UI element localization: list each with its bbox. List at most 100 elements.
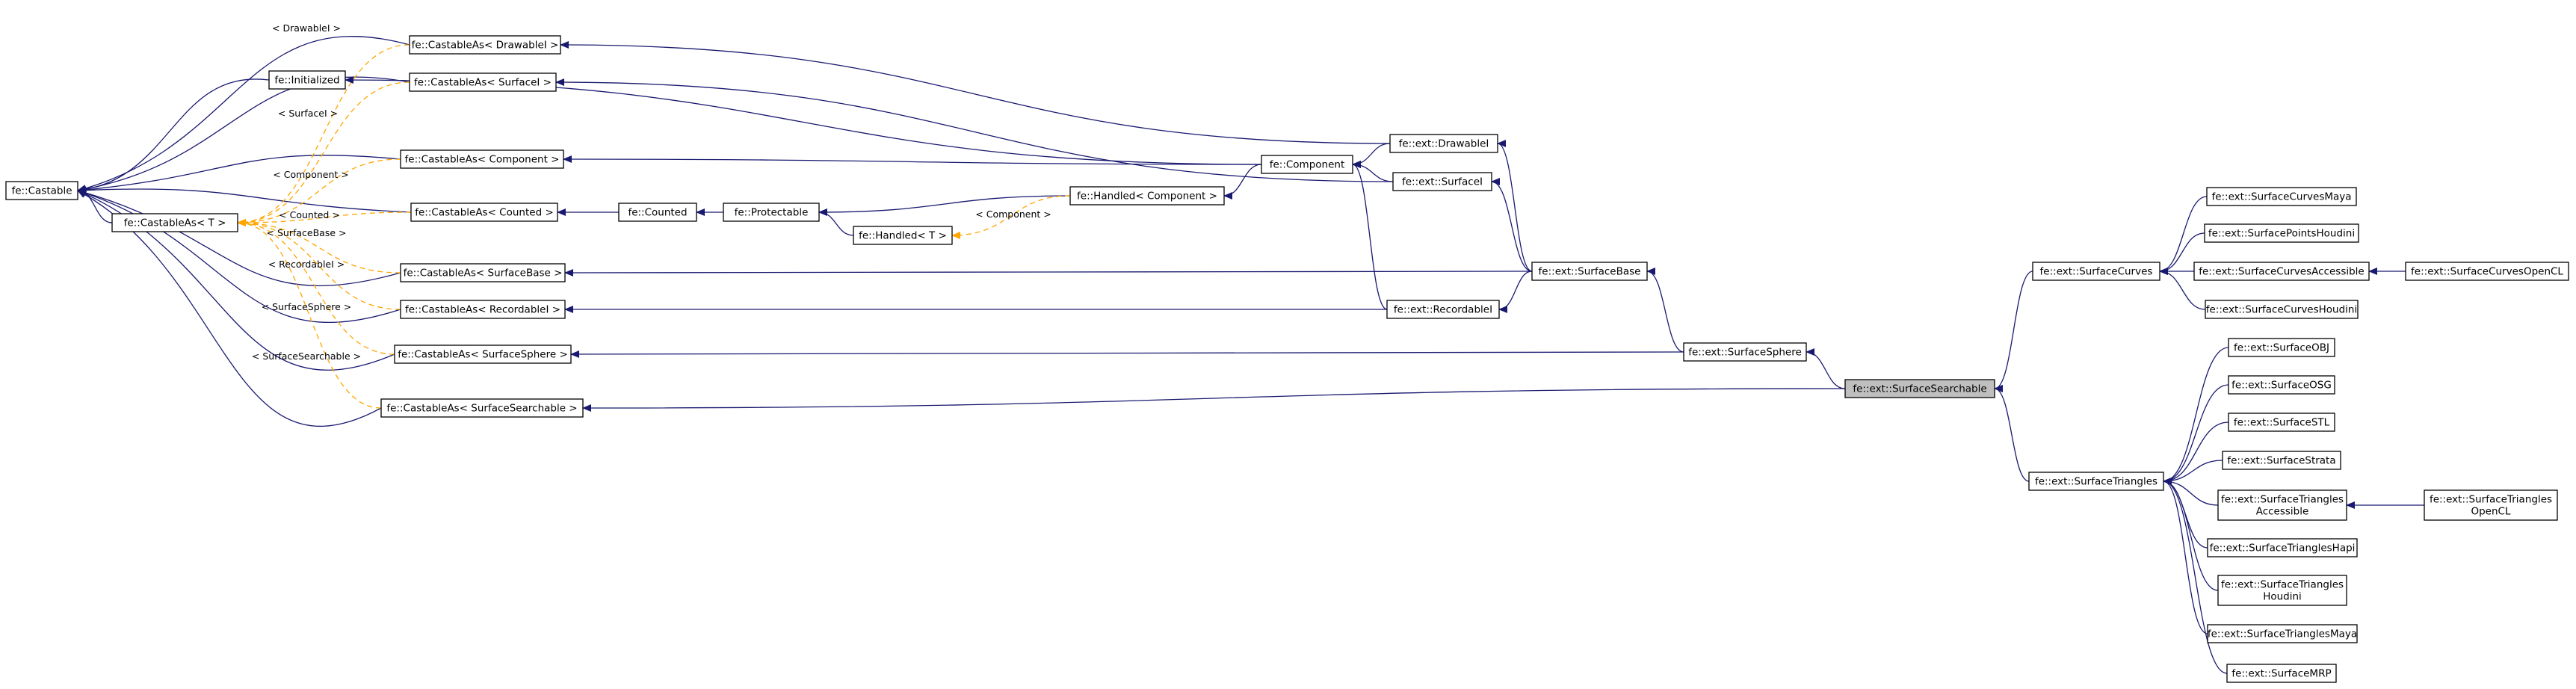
class-node-drawablei[interactable]: fe::ext::DrawableI: [1389, 134, 1498, 153]
edge-label-castableas_t-to-ca_component: < Component >: [273, 169, 348, 180]
class-node-surfacebase[interactable]: fe::ext::SurfaceBase: [1531, 262, 1648, 281]
class-node-initialized[interactable]: fe::Initialized: [268, 70, 346, 90]
class-node-surfacecurvesaccessible[interactable]: fe::ext::SurfaceCurvesAccessible: [2193, 262, 2370, 281]
class-node-label: fe::ext::SurfaceTriangles: [2221, 579, 2344, 591]
class-node-counted[interactable]: fe::Counted: [618, 203, 697, 222]
class-node-protectable[interactable]: fe::Protectable: [723, 203, 820, 222]
template-edge-castableas_t-to-ca_drawablei: [237, 44, 410, 226]
class-node-label: fe::CastableAs< SurfaceBase >: [404, 268, 563, 279]
class-node-surfacei[interactable]: fe::ext::SurfaceI: [1392, 172, 1492, 191]
class-node-box: [2205, 300, 2359, 319]
class-node-label: fe::ext::SurfaceTriangles: [2221, 494, 2344, 506]
edge-labels-layer: < DrawableI >< SurfaceI >< Component >< …: [252, 22, 1051, 362]
edge-label-castableas_t-to-ca_recordablei: < RecordableI >: [268, 259, 345, 270]
class-node-label: fe::Initialized: [274, 75, 339, 87]
class-node-surfaceobj[interactable]: fe::ext::SurfaceOBJ: [2228, 338, 2335, 357]
class-node-box: [1844, 379, 1995, 398]
class-node-surfacecurvesmaya[interactable]: fe::ext::SurfaceCurvesMaya: [2206, 187, 2357, 206]
class-node-surfacetrianglesmaya[interactable]: fe::ext::SurfaceTrianglesMaya: [2207, 624, 2358, 643]
class-node-surfacepointshoudini[interactable]: fe::ext::SurfacePointsHoudini: [2204, 223, 2359, 243]
class-node-box: [2424, 489, 2558, 521]
class-node-label: OpenCL: [2471, 506, 2510, 518]
class-node-recordablei[interactable]: fe::ext::RecordableI: [1386, 300, 1500, 319]
class-node-label: fe::ext::SurfaceSTL: [2234, 417, 2330, 429]
class-node-surfacecurves[interactable]: fe::ext::SurfaceCurves: [2032, 262, 2160, 281]
class-node-ca_drawablei[interactable]: fe::CastableAs< DrawableI >: [409, 35, 561, 55]
inheritance-edge-castable-to-ca_surfacebase: [77, 189, 401, 287]
inheritance-edge-surfacetriangles-to-surfacestl: [2163, 421, 2229, 485]
inheritance-edge-surfacebase-to-surfacesphere: [1646, 268, 1684, 353]
class-node-box: [2226, 664, 2337, 683]
class-node-surfacemrp[interactable]: fe::ext::SurfaceMRP: [2226, 664, 2337, 683]
inheritance-edge-component-to-drawablei: [1352, 143, 1391, 168]
template-edge-castableas_t-to-ca_surfacei: [237, 81, 410, 226]
inheritance-edge-castable-to-initialized: [77, 78, 270, 194]
class-node-ca_surfacesphere[interactable]: fe::CastableAs< SurfaceSphere >: [394, 344, 572, 364]
class-node-box: [2193, 262, 2370, 281]
template-edge-castableas_t-to-ca_surfacesphere: [237, 219, 395, 355]
class-node-surfacestl[interactable]: fe::ext::SurfaceSTL: [2228, 413, 2335, 432]
class-node-component[interactable]: fe::Component: [1261, 155, 1353, 174]
template-edge-castableas_t-to-ca_recordablei: [237, 219, 401, 310]
class-node-label: fe::Counted: [628, 207, 687, 219]
inheritance-edge-ca_drawablei-to-drawablei: [560, 41, 1391, 144]
class-node-box: [1531, 262, 1648, 281]
class-node-label: fe::ext::SurfaceCurvesMaya: [2211, 191, 2351, 203]
class-node-label: fe::ext::SurfaceSearchable: [1853, 383, 1986, 395]
edge-label-castableas_t-to-ca_surfacesphere: < SurfaceSphere >: [262, 301, 352, 312]
class-node-surfaceosg[interactable]: fe::ext::SurfaceOSG: [2228, 375, 2335, 395]
inheritance-edge-ca_surfacesearchable-to-surfacesearchable: [582, 388, 1846, 412]
class-node-label: fe::CastableAs< Counted >: [415, 207, 554, 219]
class-node-ca_surfacesearchable[interactable]: fe::CastableAs< SurfaceSearchable >: [380, 398, 584, 418]
class-node-box: [2028, 472, 2164, 491]
class-node-label: fe::ext::SurfaceTriangles: [2035, 476, 2158, 488]
class-node-ca_surfacei[interactable]: fe::CastableAs< SurfaceI >: [409, 72, 557, 92]
class-node-surfacecurveshoudini[interactable]: fe::ext::SurfaceCurvesHoudini: [2205, 300, 2359, 319]
class-node-surfacesphere[interactable]: fe::ext::SurfaceSphere: [1683, 342, 1807, 362]
edge-label-castableas_t-to-ca_drawablei: < DrawableI >: [272, 22, 341, 34]
inheritance-edge-protectable-to-handled_component: [818, 195, 1071, 216]
inheritance-edge-castable-to-ca_recordablei: [77, 189, 401, 323]
class-node-label: fe::CastableAs< T >: [124, 217, 226, 229]
class-node-label: fe::ext::SurfaceMRP: [2231, 668, 2331, 680]
class-node-box: [2206, 187, 2357, 206]
class-node-label: Accessible: [2256, 506, 2309, 518]
class-node-castableas_t[interactable]: fe::CastableAs< T >: [111, 213, 238, 232]
inheritance-edge-surfacei-to-surfacebase: [1491, 178, 1533, 272]
class-node-box: [1392, 172, 1492, 191]
class-node-box: [853, 226, 953, 245]
class-node-handled_component[interactable]: fe::Handled< Component >: [1069, 186, 1225, 206]
class-node-label: fe::Castable: [11, 185, 72, 197]
class-node-label: fe::ext::SurfaceCurvesOpenCL: [2411, 266, 2563, 278]
class-node-surfacecurvesopencl[interactable]: fe::ext::SurfaceCurvesOpenCL: [2405, 262, 2569, 281]
class-node-box: [2207, 624, 2358, 643]
class-node-surfacesearchable[interactable]: fe::ext::SurfaceSearchable: [1844, 379, 1995, 398]
class-node-surfacestrata[interactable]: fe::ext::SurfaceStrata: [2222, 451, 2341, 470]
class-node-box: [2217, 489, 2347, 521]
inheritance-edge-castable-to-ca_surfacei: [77, 76, 410, 193]
class-node-box: [111, 213, 238, 232]
class-node-handled_t[interactable]: fe::Handled< T >: [853, 226, 953, 245]
class-node-label: fe::ext::SurfaceCurves: [2040, 266, 2153, 278]
class-node-ca_component[interactable]: fe::CastableAs< Component >: [400, 149, 564, 169]
inheritance-edge-surfacetriangles-to-surfacestrata: [2163, 460, 2223, 485]
class-node-label: fe::ext::DrawableI: [1399, 138, 1489, 150]
class-node-surfacetriangleshapi[interactable]: fe::ext::SurfaceTrianglesHapi: [2207, 538, 2358, 557]
inheritance-edge-surfacesphere-to-surfacesearchable: [1806, 348, 1846, 389]
class-node-box: [2228, 413, 2335, 432]
class-node-surfacetriangles[interactable]: fe::ext::SurfaceTriangles: [2028, 472, 2164, 491]
inheritance-edge-castable-to-ca_counted: [77, 186, 412, 213]
class-node-ca_recordablei[interactable]: fe::CastableAs< RecordableI >: [400, 300, 566, 319]
class-node-castable[interactable]: fe::Castable: [5, 181, 78, 200]
edge-label-castableas_t-to-ca_surfacesearchable: < SurfaceSearchable >: [252, 350, 361, 362]
edge-label-castableas_t-to-ca_counted: < Counted >: [279, 209, 340, 220]
class-node-ca_counted[interactable]: fe::CastableAs< Counted >: [410, 203, 558, 222]
class-node-ca_surfacebase[interactable]: fe::CastableAs< SurfaceBase >: [400, 263, 566, 282]
class-node-label: fe::ext::SurfacePointsHoudini: [2208, 228, 2355, 240]
class-node-label: fe::ext::SurfaceOBJ: [2234, 342, 2329, 354]
